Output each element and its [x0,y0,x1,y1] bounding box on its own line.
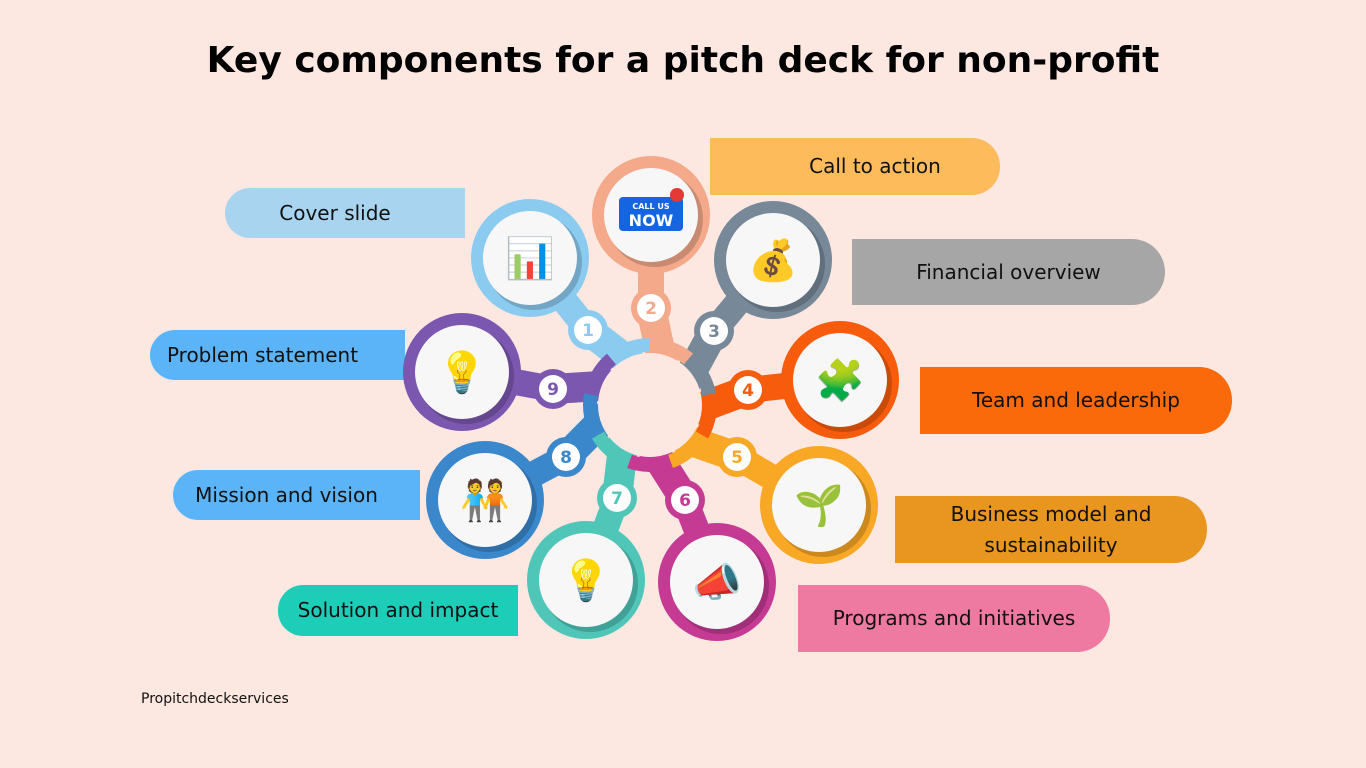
hub-segment [627,454,673,472]
label-text: Business model and sustainability [950,501,1152,557]
badge [723,443,751,471]
component-node-4: 🧩4 [684,321,899,439]
badge [552,443,580,471]
icon-text: CALL US [632,202,670,211]
label-problem: Problem statement [150,330,405,380]
component-node-3: 💰3 [671,201,832,393]
component-node-9: 💡9 [403,313,617,431]
badge [734,376,762,404]
label-text: Programs and initiatives [832,606,1076,630]
hub-segment [667,431,709,468]
megaphone-network-icon [670,535,764,629]
icon-glyph: 🧩 [815,357,865,404]
puzzle-people-icon [438,453,532,547]
icon-text: NOW [629,211,674,230]
badge-number: 9 [547,380,559,400]
label-cover-slide: Cover slide [225,188,465,238]
label-financial-overview: Financial overview [852,239,1165,305]
team-puzzle-icon [793,333,887,427]
badge-number: 2 [645,299,657,319]
component-node-7: 💡7 [527,433,645,639]
hub-segment [649,338,694,365]
lightbulb-check-icon [415,325,509,419]
presentation-board-icon [483,211,577,305]
icon-glyph: 💡 [437,349,487,396]
hub-center [598,353,702,457]
hub-segment [695,393,717,439]
badge [574,316,602,344]
hub-segment [606,338,651,365]
label-programs: Programs and initiatives [798,585,1110,652]
hub-segment [584,353,617,397]
label-text: Cover slide [279,200,391,225]
label-text: Problem statement [166,342,359,367]
finance-chart-icon [726,213,820,307]
badge [539,375,567,403]
call-bubble [619,197,683,231]
label-business-model: Business model and sustainability [895,496,1207,563]
badge [671,486,699,514]
icon-glyph: 💰 [748,237,798,284]
badge [700,317,728,345]
hub-segment [583,393,605,439]
label-team-and-leadership: Team and leadership [920,367,1232,434]
icon-glyph: 📣 [692,560,742,606]
badge [637,294,665,322]
label-solution: Solution and impact [278,585,518,636]
icon-glyph: 🌱 [794,483,844,529]
label-text: Solution and impact [297,598,499,622]
icon-glyph: 📊 [505,235,555,282]
hub-segment [683,353,716,397]
badge-number: 5 [731,448,743,468]
badge-number: 7 [611,489,623,509]
badge-number: 4 [742,381,754,401]
footer-brand: Propitchdeckservices [141,691,289,707]
sprout-cycle-icon [772,458,866,552]
badge-number: 1 [582,321,594,341]
page-title: Key components for a pitch deck for non-… [206,40,1160,81]
badge [603,484,631,512]
component-node-6: 📣6 [637,436,776,641]
label-text: Call to action [809,154,941,178]
badge-number: 3 [708,322,720,342]
icon-glyph: 💡 [561,557,611,604]
icon-glyph: 🧑‍🤝‍🧑 [460,477,510,524]
label-text: Team and leadership [972,388,1180,412]
phone-dot [670,188,684,202]
badge-number: 8 [560,448,572,468]
hub-segment [591,431,633,468]
label-mission: Mission and vision [173,470,420,520]
badge-number: 6 [679,491,691,511]
label-call-to-action: Call to action [710,138,1000,195]
label-text: Financial overview [916,259,1101,284]
label-text: Mission and vision [195,482,378,507]
idea-bulb-people-icon [539,533,633,627]
component-node-8: 🧑‍🤝‍🧑 8 [426,401,622,559]
